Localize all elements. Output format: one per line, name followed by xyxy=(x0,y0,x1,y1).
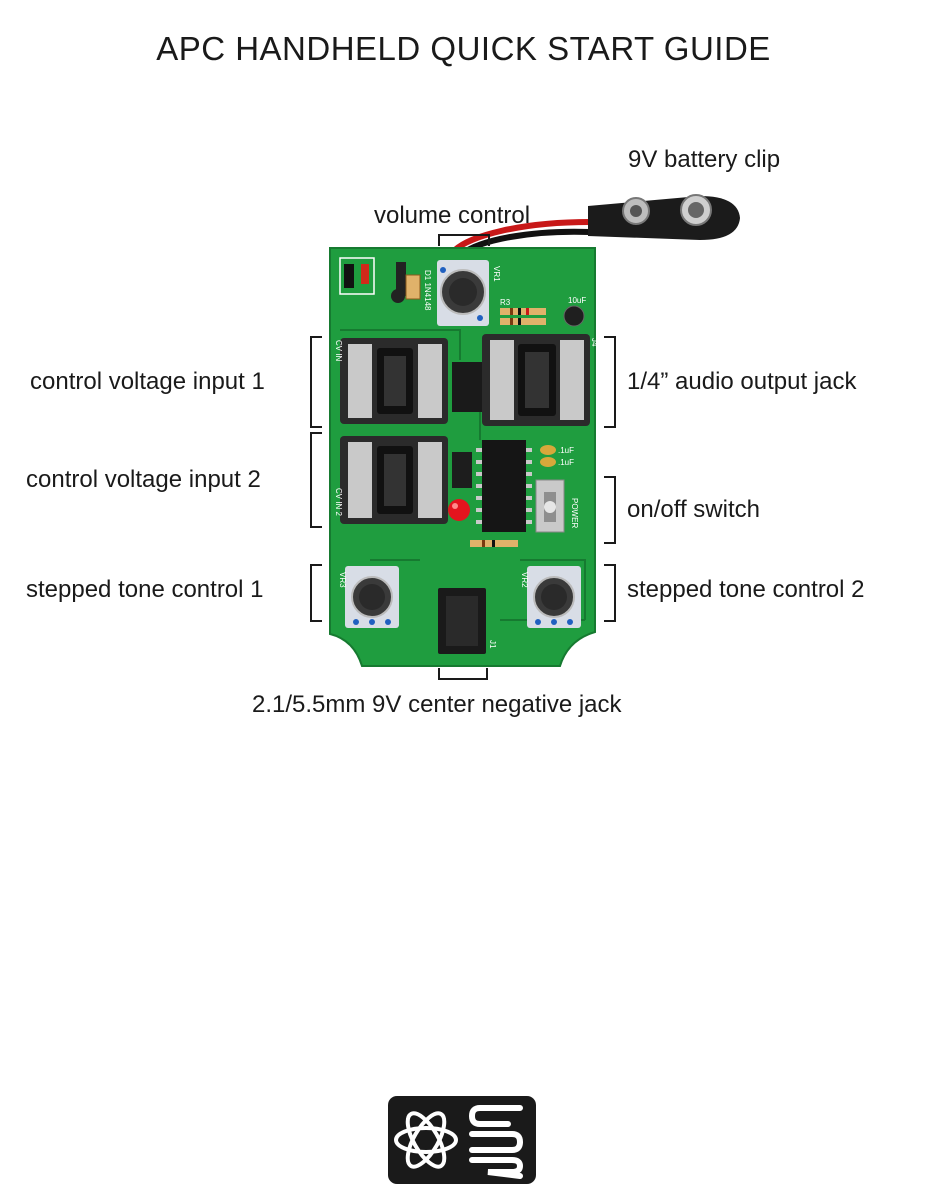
j4-label: J4 xyxy=(590,338,599,347)
tone-control-1-bracket xyxy=(310,564,322,622)
capacitor-10uf-icon: 10uF xyxy=(563,296,586,327)
power-switch-label: POWER xyxy=(570,498,579,528)
vr1-label: VR1 xyxy=(492,266,501,282)
tone-pot-2-icon: VR2 xyxy=(520,566,581,628)
cv-input-1-bracket xyxy=(310,336,322,428)
resistors-r3: R3 xyxy=(500,298,546,325)
power-switch-bracket xyxy=(604,476,616,544)
dc-power-header xyxy=(339,257,375,295)
cv-input-jack-1-icon: CV IN xyxy=(334,338,448,424)
cap-10uf-label: 10uF xyxy=(568,296,586,305)
battery-clip-label: 9V battery clip xyxy=(628,146,781,173)
volume-control-label: volume control xyxy=(374,202,531,229)
cv-input-2-bracket xyxy=(310,432,322,528)
dc-power-jack-icon: J1 xyxy=(438,588,497,654)
page-title: APC HANDHELD QUICK START GUIDE xyxy=(156,30,771,67)
sr-monogram-icon xyxy=(468,1105,524,1179)
vr3-label: VR3 xyxy=(338,572,347,588)
tone-pot-1-icon: VR3 xyxy=(338,566,399,628)
vr2-label: VR2 xyxy=(520,572,529,588)
battery-clip-icon xyxy=(588,194,740,240)
capacitor-c5 xyxy=(396,262,406,296)
logo-graphic xyxy=(394,1105,524,1179)
cv-in-1-label: CV IN xyxy=(334,340,343,362)
ic-chip-icon xyxy=(476,440,532,532)
atom-icon xyxy=(394,1111,458,1169)
diode-label: D1 1N4148 xyxy=(423,270,432,311)
cv-input-jack-2-icon: CV IN 2 xyxy=(334,436,448,524)
led-icon xyxy=(448,452,472,521)
volume-pot-icon: VR1 xyxy=(437,260,501,326)
power-jack-bracket xyxy=(438,668,488,680)
cv-in-2-label: CV IN 2 xyxy=(334,488,343,517)
power-jack-label: 2.1/5.5mm 9V center negative jack xyxy=(252,691,622,718)
audio-output-label: 1/4” audio output jack xyxy=(627,368,857,395)
audio-output-bracket xyxy=(604,336,616,428)
power-switch-label: on/off switch xyxy=(627,496,760,523)
cap-1uf-a-label: .1uF xyxy=(558,446,574,455)
cv-input-1-label: control voltage input 1 xyxy=(30,368,265,395)
power-toggle-switch-icon: POWER xyxy=(535,479,579,533)
diode-d1 xyxy=(405,274,421,300)
j1-label: J1 xyxy=(488,640,497,649)
ceramic-capacitors: .1uF .1uF xyxy=(540,445,574,467)
tone-control-2-label: stepped tone control 2 xyxy=(627,576,865,603)
cap-1uf-b-label: .1uF xyxy=(558,458,574,467)
tone-control-1-label: stepped tone control 1 xyxy=(26,576,264,603)
brand-logo xyxy=(388,1096,536,1184)
volume-control-bracket xyxy=(438,234,490,246)
r3-label: R3 xyxy=(500,298,511,307)
voltage-regulator xyxy=(452,362,482,412)
cv-input-2-label: control voltage input 2 xyxy=(26,466,261,493)
tone-control-2-bracket xyxy=(604,564,616,622)
audio-output-jack-icon: J4 xyxy=(482,334,599,426)
